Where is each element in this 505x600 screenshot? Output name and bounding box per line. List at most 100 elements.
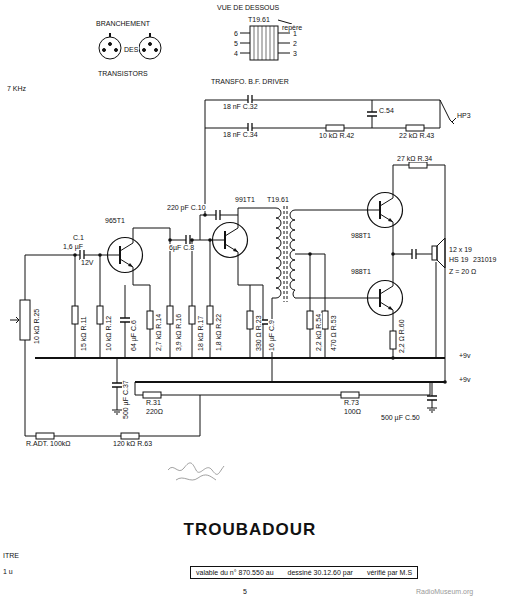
schematic-label: C.1: [72, 234, 85, 241]
schematic-label: T19.61: [247, 16, 271, 23]
schematic-stroke: [341, 392, 359, 398]
schematic-stroke: [233, 248, 238, 252]
schematic-label: R.73: [343, 399, 360, 406]
schematic-stroke: [25, 255, 107, 256]
schematic-stroke: [393, 165, 445, 192]
schematic-label: TRANSFO. B.F. DRIVER: [210, 78, 290, 85]
schematic-stroke: [25, 395, 200, 436]
schematic-label: 100Ω: [343, 408, 362, 415]
schematic-stroke: [192, 240, 210, 358]
schematic-stroke: [240, 33, 290, 53]
transistor-outline: [367, 280, 403, 316]
schematic-label: 6: [233, 30, 239, 37]
schematic-label: 231019: [472, 256, 497, 263]
schematic-stroke: [437, 238, 445, 268]
schematic-stroke: [108, 238, 143, 273]
title-block-cell: dessiné 30.12.60 par: [288, 569, 353, 576]
schematic-stroke: [367, 298, 380, 299]
component-value: 330 Ω R.23: [255, 314, 262, 352]
schematic-stroke: [168, 238, 172, 242]
schematic-label: C.54: [378, 107, 395, 114]
schematic-stroke: [388, 306, 393, 310]
component-value: 10 kΩ R.12: [105, 315, 112, 352]
schematic-label: 120 kΩ R.63: [112, 440, 153, 447]
schematic-stroke: [368, 281, 403, 316]
schematic-stroke: [427, 396, 437, 400]
schematic-label: T19.61: [266, 196, 290, 203]
schematic-stroke: [115, 49, 118, 52]
schematic-stroke: [390, 331, 396, 349]
schematic-stroke: [432, 246, 437, 260]
schematic-stroke: [406, 125, 424, 131]
schematic-stroke: [208, 238, 212, 242]
schematic-stroke: [284, 206, 287, 302]
schematic-stroke: [295, 254, 325, 358]
component-value: 15 kΩ R.11: [80, 315, 87, 352]
schematic-label: 220 pF C.10: [166, 204, 207, 211]
schematic-stroke: [112, 383, 122, 387]
schematic-stroke: [409, 162, 427, 168]
schematic-stroke: [205, 100, 206, 215]
schematic-stroke: [167, 306, 173, 324]
schematic-label: HS 19: [448, 256, 469, 263]
schematic-label: 5: [233, 40, 239, 47]
schematic-stroke: [128, 263, 133, 267]
schematic-stroke: [10, 317, 19, 323]
schematic-stroke: [388, 218, 393, 222]
transistor-name: 988T1: [350, 232, 372, 239]
schematic-stroke: [117, 358, 432, 410]
schematic-stroke: [307, 311, 313, 329]
component-value: 2,2 kΩ R.54: [315, 313, 322, 352]
schematic-label: R.ADT. 100kΩ: [25, 440, 72, 447]
schematic-label: 12 x 19: [448, 246, 473, 253]
component-value: 470 Ω R.53: [330, 314, 337, 352]
schematic-stroke: [247, 311, 253, 329]
schematic-stroke: [143, 392, 161, 398]
schematic-stroke: [238, 258, 263, 358]
component-value: 500 µF C.37: [122, 379, 129, 420]
schematic-label: 18 nF C.34: [222, 131, 259, 138]
schematic-stroke: [168, 463, 224, 474]
schematic-stroke: [135, 382, 430, 395]
schematic-title: TROUBADOUR: [184, 520, 317, 540]
component-value: 16 µF C.9: [268, 319, 275, 352]
schematic-label: VUE DE DESSOUS: [216, 4, 280, 11]
schematic-stroke: [109, 43, 112, 46]
schematic-stroke: [110, 33, 150, 37]
schematic-stroke: [120, 237, 133, 251]
schematic-label: +9v: [458, 352, 471, 359]
schematic-stroke: [73, 253, 77, 257]
transistor-symbol: 991T1: [212, 222, 248, 258]
schematic-stroke: [212, 240, 225, 241]
watermark: RadioMuseum.org: [415, 588, 474, 595]
schematic-stroke: [391, 356, 395, 360]
component-value: 2,7 kΩ R.14: [155, 313, 162, 352]
schematic-stroke: [250, 26, 278, 60]
schematic-label: 18 nF C.32: [222, 103, 259, 110]
schematic-stroke: [205, 100, 440, 128]
schematic-stroke: [155, 49, 158, 52]
schematic-stroke: [254, 26, 274, 60]
schematic-label: 12V: [80, 259, 94, 266]
schematic-stroke: [176, 475, 216, 480]
schematic-stroke: [135, 381, 445, 383]
schematic-stroke: [36, 433, 54, 439]
schematic-stroke: [190, 238, 194, 242]
schematic-stroke: [380, 214, 393, 228]
schematic-stroke: [308, 252, 312, 256]
schematic-stroke: [379, 289, 381, 307]
schematic-label: BRANCHEMENT: [95, 20, 151, 27]
schematic-stroke: [149, 43, 152, 46]
schematic-label: 6µF C.8: [168, 244, 195, 251]
schematic-stroke: [107, 255, 120, 256]
schematic-stroke: [133, 228, 212, 358]
schematic-label: TRANSISTORS: [97, 70, 149, 77]
schematic-stroke: [121, 433, 139, 439]
schematic-stroke: [322, 311, 328, 329]
schematic-stroke: [368, 193, 403, 228]
component-value: 18 kΩ R.17: [197, 315, 204, 352]
schematic-stroke: [143, 49, 146, 52]
schematic-stroke: [298, 210, 367, 298]
schematic-stroke: [326, 125, 344, 131]
